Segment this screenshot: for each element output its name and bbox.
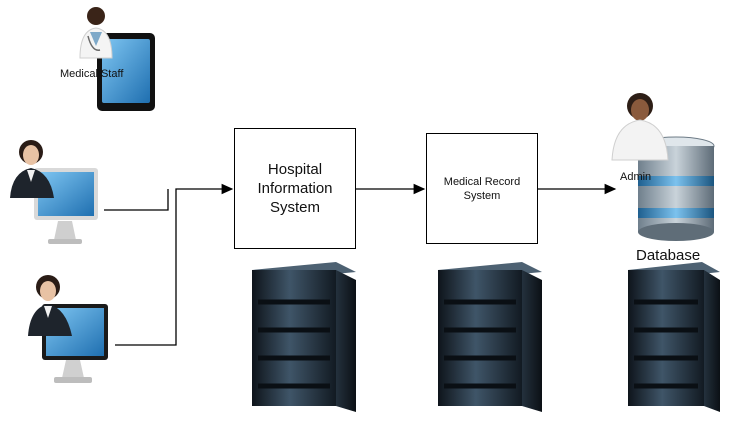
connector-user-bottom-to-his xyxy=(115,183,234,346)
admin-with-database-icon xyxy=(611,93,715,241)
connector-user-top-to-his xyxy=(104,189,169,211)
server-rack-icon-1 xyxy=(252,262,356,412)
female-user-with-monitor-icon-bottom xyxy=(28,275,108,383)
database-label: Database xyxy=(636,247,701,264)
connector-lines xyxy=(104,183,617,346)
server-rack-icon-2 xyxy=(438,262,542,412)
medical-record-system-label: Medical Record System xyxy=(443,175,521,202)
medical-record-system-box: Medical Record System xyxy=(426,133,538,244)
female-user-with-monitor-icon-top xyxy=(10,140,98,244)
hospital-information-system-label: Hospital Information System xyxy=(257,161,333,216)
medical-staff-label: Medical Staff xyxy=(60,68,124,80)
hospital-information-system-box: Hospital Information System xyxy=(234,128,356,249)
doctor-with-tablet-icon xyxy=(79,7,155,111)
server-rack-icon-3 xyxy=(628,262,720,412)
admin-label: Admin xyxy=(620,171,652,183)
